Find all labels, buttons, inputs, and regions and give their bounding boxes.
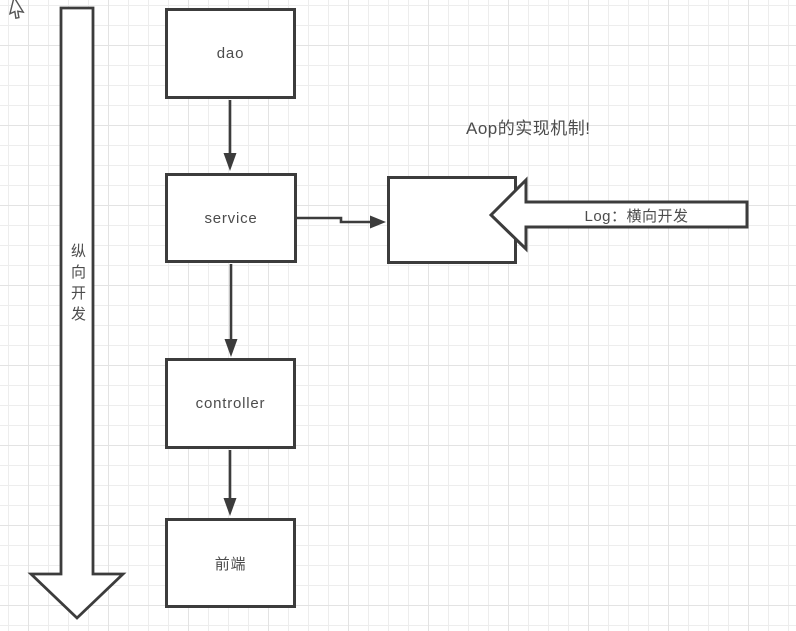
aop-box[interactable]: [387, 176, 517, 264]
arrowhead-down-icon: [223, 498, 237, 516]
log-arrow-label: Log：横向开发: [584, 207, 689, 225]
connector-dao-service[interactable]: [223, 100, 237, 171]
arrowhead-right-icon: [370, 215, 386, 229]
connector-service-controller[interactable]: [224, 264, 238, 357]
aop-note-text[interactable]: Aop的实现机制!: [466, 119, 591, 138]
service-box-label: service: [204, 209, 258, 227]
mouse-cursor-icon: [8, 0, 25, 19]
vertical-dev-label: 纵向开发: [69, 243, 86, 327]
connector-service-aop[interactable]: [297, 215, 386, 229]
dao-box-label: dao: [216, 45, 245, 62]
connector-controller-frontend[interactable]: [223, 450, 237, 516]
frontend-box-label: 前端: [214, 555, 247, 573]
arrowhead-down-icon: [223, 153, 237, 171]
dao-box[interactable]: dao: [165, 8, 296, 99]
arrowhead-down-icon: [224, 339, 238, 357]
controller-box-label: controller: [195, 395, 266, 412]
service-box[interactable]: service: [165, 173, 297, 263]
controller-box[interactable]: controller: [165, 358, 296, 449]
frontend-box[interactable]: 前端: [165, 518, 296, 608]
